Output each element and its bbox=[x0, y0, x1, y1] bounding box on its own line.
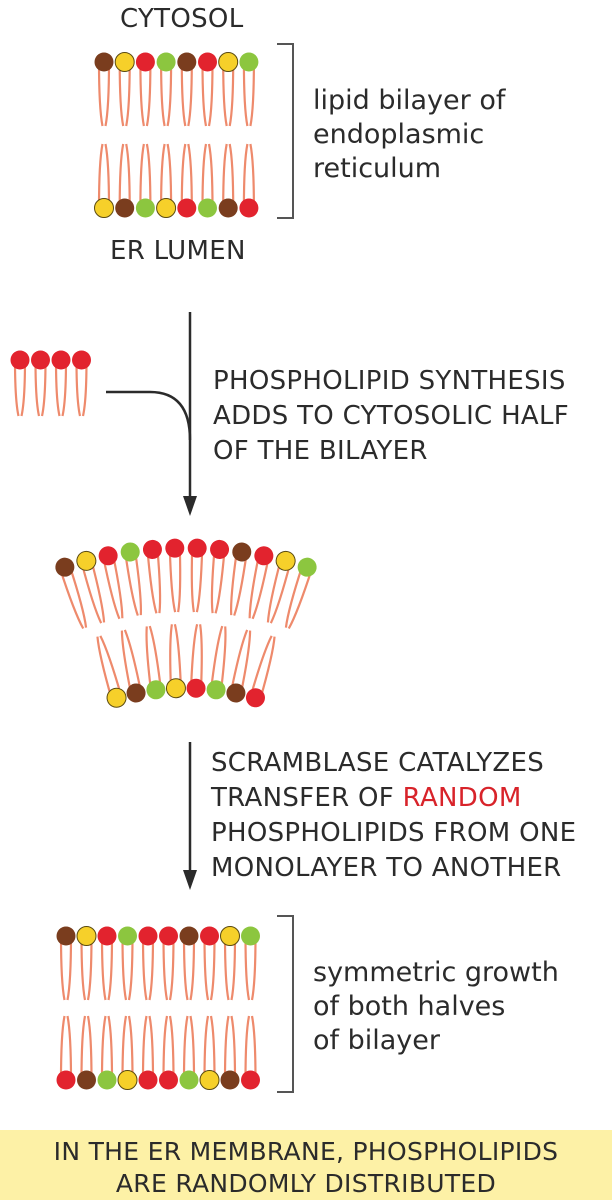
synthesis-line-3: OF THE BILAYER bbox=[213, 436, 428, 466]
phospholipid bbox=[77, 1015, 96, 1090]
phospholipid bbox=[165, 623, 186, 699]
phospholipid bbox=[239, 52, 259, 127]
phospholipid bbox=[56, 1015, 76, 1090]
bracket-top bbox=[277, 43, 294, 219]
phospholipid bbox=[220, 1015, 240, 1090]
phospholipid bbox=[72, 350, 91, 417]
phospholipid bbox=[97, 1015, 117, 1090]
phospholipid bbox=[94, 52, 114, 127]
phospholipid bbox=[138, 1015, 158, 1090]
final-bilayer bbox=[56, 926, 260, 1090]
lipid-bilayer-label: lipid bilayer of endoplasmic reticulum bbox=[313, 84, 505, 186]
conclusion-line-2: ARE RANDOMLY DISTRIBUTED bbox=[115, 1169, 497, 1198]
phospholipid bbox=[186, 623, 206, 698]
phospholipid bbox=[200, 926, 219, 1001]
scramblase-arrow-head bbox=[183, 870, 197, 890]
phospholipid bbox=[135, 143, 155, 218]
phospholipid bbox=[98, 546, 124, 620]
phospholipid bbox=[210, 539, 230, 614]
phospholipid bbox=[177, 52, 197, 127]
phospholipid bbox=[10, 350, 30, 417]
bracket-bottom bbox=[277, 915, 294, 1093]
phospholipid bbox=[120, 629, 146, 703]
phospholipid bbox=[177, 143, 197, 218]
phospholipid bbox=[94, 143, 114, 218]
phospholipid bbox=[199, 1015, 220, 1090]
phospholipid bbox=[206, 625, 227, 700]
phospholipid bbox=[241, 1015, 260, 1090]
phospholipid bbox=[156, 52, 176, 127]
phospholipid bbox=[96, 635, 127, 708]
synthesis-arrow-head bbox=[183, 496, 197, 516]
phospholipid bbox=[114, 52, 135, 127]
phospholipid bbox=[142, 539, 162, 614]
lipid-bilayer-line-3: reticulum bbox=[313, 153, 442, 184]
lipid-bilayer-line-2: endoplasmic bbox=[313, 119, 485, 150]
phospholipid bbox=[179, 926, 199, 1001]
phospholipid bbox=[159, 926, 178, 1001]
phospholipid bbox=[229, 542, 252, 616]
lipid-bilayer-line-1: lipid bilayer of bbox=[313, 85, 506, 116]
synthesis-line-1: PHOSPHOLIPID SYNTHESIS bbox=[213, 366, 566, 396]
phospholipid bbox=[138, 926, 158, 1001]
phospholipid bbox=[239, 143, 259, 218]
phospholipid bbox=[159, 1015, 178, 1090]
random-highlight: RANDOM bbox=[402, 783, 522, 813]
phospholipid bbox=[156, 143, 177, 218]
phospholipid bbox=[117, 1015, 138, 1090]
phospholipid bbox=[76, 550, 106, 624]
synthesis-line-2: ADDS TO CYTOSOLIC HALF bbox=[213, 401, 570, 431]
merge-curve bbox=[106, 390, 192, 441]
conclusion-line-1: IN THE ER MEMBRANE, PHOSPHOLIPIDS bbox=[53, 1137, 559, 1166]
scramblase-label: SCRAMBLASE CATALYZES TRANSFER OF RANDOM … bbox=[211, 746, 576, 886]
phospholipid bbox=[118, 926, 137, 1001]
phospholipid bbox=[198, 143, 217, 218]
scramblase-line-2: TRANSFER OF RANDOM bbox=[211, 781, 576, 816]
phospholipid bbox=[51, 350, 71, 417]
phospholipid bbox=[76, 926, 97, 1001]
new-lipids bbox=[10, 350, 91, 417]
phospholipid bbox=[284, 557, 317, 630]
phospholipid bbox=[218, 143, 238, 218]
phospholipid bbox=[187, 538, 207, 613]
symmetric-line-1: symmetric growth bbox=[313, 957, 559, 988]
scramblase-line-4: MONOLAYER TO ANOTHER bbox=[211, 853, 562, 883]
scramblase-line-2-prefix: TRANSFER OF bbox=[211, 783, 403, 813]
phospholipid bbox=[120, 542, 143, 616]
phospholipid bbox=[115, 143, 135, 218]
er-lumen-label: ER LUMEN bbox=[110, 236, 246, 266]
phospholipid bbox=[245, 635, 276, 708]
phospholipid bbox=[198, 52, 217, 127]
phospholipid bbox=[241, 926, 260, 1001]
phospholipid bbox=[97, 926, 117, 1001]
phospholipid bbox=[56, 926, 76, 1001]
phospholipid bbox=[31, 350, 50, 417]
cytosol-label: CYTOSOL bbox=[120, 4, 244, 34]
scramblase-line-3: PHOSPHOLIPIDS FROM ONE bbox=[211, 818, 577, 848]
bilayer-diagram bbox=[10, 43, 317, 1093]
phospholipid bbox=[145, 625, 166, 700]
conclusion-banner: IN THE ER MEMBRANE, PHOSPHOLIPIDS ARE RA… bbox=[0, 1130, 612, 1200]
phospholipid bbox=[218, 52, 239, 127]
phospholipid bbox=[179, 1015, 199, 1090]
phospholipid bbox=[55, 557, 88, 630]
initial-bilayer bbox=[94, 52, 259, 218]
phospholipid bbox=[165, 538, 185, 613]
phospholipid bbox=[248, 546, 274, 620]
symmetric-line-2: of both halves bbox=[313, 991, 506, 1022]
phospholipid bbox=[266, 550, 296, 624]
synthesis-label: PHOSPHOLIPID SYNTHESIS ADDS TO CYTOSOLIC… bbox=[213, 364, 569, 469]
phospholipid bbox=[135, 52, 155, 127]
symmetric-line-3: of bilayer bbox=[313, 1025, 440, 1056]
phospholipid bbox=[226, 629, 252, 703]
phospholipid bbox=[220, 926, 240, 1001]
scramblase-line-1: SCRAMBLASE CATALYZES bbox=[211, 748, 545, 778]
symmetric-growth-label: symmetric growth of both halves of bilay… bbox=[313, 956, 559, 1058]
curved-bilayer bbox=[55, 538, 317, 708]
